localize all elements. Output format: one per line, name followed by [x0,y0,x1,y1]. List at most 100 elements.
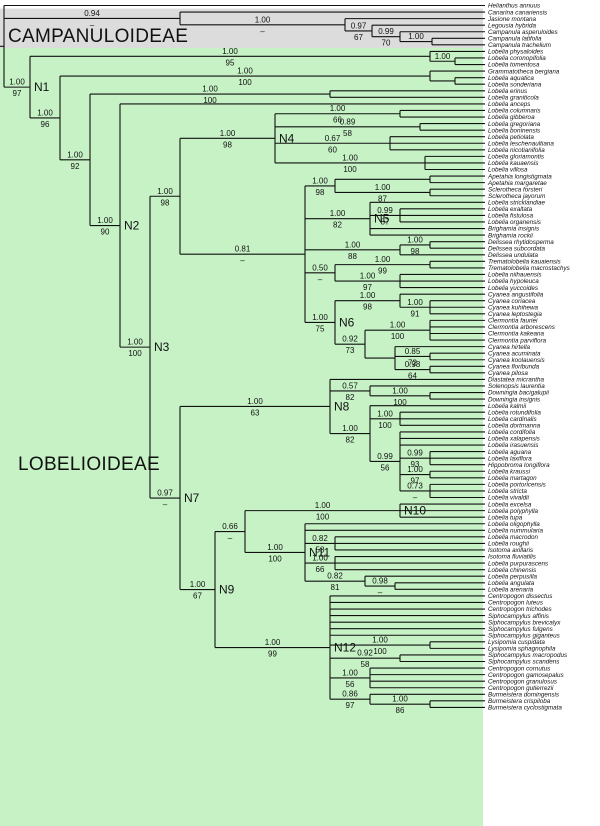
posterior-probability: 1.00 [392,386,408,395]
taxon-label: Lobelia cardinalis [488,416,538,423]
bootstrap-value: 72 [408,358,417,367]
posterior-probability: 0.82 [312,534,328,543]
bootstrap-value: 60 [328,145,337,154]
bootstrap-value: 100 [238,78,252,87]
taxon-label: Grammatotheca bergiana [488,68,560,75]
taxon-label: Lobelia fistulosa [488,213,534,220]
bootstrap-value: 100 [128,349,142,358]
bootstrap-value: 100 [268,554,282,563]
bootstrap-value: 82 [346,436,355,445]
posterior-probability: 1.00 [247,397,263,406]
taxon-label: Lobelia vivaldii [488,495,530,502]
taxon-label: Hippobroma longiflora [488,462,550,469]
posterior-probability: 1.00 [435,52,451,61]
node-label-n8: N8 [334,399,350,413]
bootstrap-value: 100 [203,96,217,105]
taxon-label: Campanula asperuloides [488,29,559,36]
taxon-label: Siphocampylus affinis [488,613,550,620]
node-label-n1: N1 [34,80,50,94]
bootstrap-value: – [228,534,233,543]
taxon-label: Lobelia irasuensis [488,442,539,449]
taxon-label: Centropogon gutierrezii [488,685,554,692]
taxon-label: Cyanea coriacea [488,298,536,305]
node-label-n4: N4 [279,131,295,145]
taxon-label: Cyanea koolauensis [488,357,546,364]
taxon-label: Lobelia columnaris [488,108,541,115]
bootstrap-value: 56 [381,463,390,472]
taxon-label: Cyanea angustifolia [488,291,544,298]
bootstrap-value: – [318,275,323,284]
bootstrap-value: 98 [223,140,232,149]
taxon-label: Lobelia boninensis [488,127,541,134]
posterior-probability: 1.00 [407,298,423,307]
taxon-label: Lobelia coronopifolia [488,55,546,62]
posterior-probability: 1.00 [9,78,25,87]
taxon-label: Lobelia oligophylla [488,521,540,528]
taxon-label: Campanula trachelium [488,42,551,49]
posterior-probability: 0.81 [235,245,251,254]
bootstrap-value: 82 [333,221,342,230]
posterior-probability: 1.00 [342,424,358,433]
node-label-n6: N6 [339,315,355,329]
taxon-label: Jasione montana [487,16,536,23]
posterior-probability: 1.00 [372,636,388,645]
taxon-label: Lobelia anceps [488,101,531,108]
taxon-label: Diastatea micrantha [488,377,544,384]
taxon-label: Clermontia fauriei [488,318,538,325]
taxon-label: Downingia insignis [488,396,541,403]
taxon-label: Lobelia portoricensis [488,482,547,489]
posterior-probability: 1.00 [312,176,328,185]
taxon-label: Centropogon luteus [488,600,544,607]
taxon-label: Lobelia roughii [488,541,530,548]
taxon-label: Siphocampylus scandens [488,659,560,666]
bootstrap-value: 67 [193,592,202,601]
posterior-probability: 1.00 [407,465,423,474]
node-label-n5: N5 [374,212,390,226]
taxon-label: Lobelia kraussi [488,468,531,475]
posterior-probability: 1.00 [255,15,271,24]
bootstrap-value: 70 [382,39,391,48]
taxon-label: Centropogon gamosepalus [488,672,564,679]
posterior-probability: 1.00 [360,272,376,281]
bootstrap-value: 88 [348,252,357,261]
bootstrap-value: 98 [411,247,420,256]
taxon-label: Cyanea hirtella [488,344,531,351]
taxon-label: Lobelia sonderiana [488,81,542,88]
node-label-n11: N11 [309,545,330,559]
bootstrap-value: 81 [331,583,340,592]
taxon-label: Burmeistera crispiloba [488,698,551,705]
posterior-probability: 0.99 [377,206,393,215]
taxon-label: Lobelia tomentosa [488,62,540,69]
taxon-label: Downingia bacigalupii [488,390,550,397]
taxon-label: Centropogon dissectus [488,593,553,600]
posterior-probability: 0.98 [405,360,421,369]
bootstrap-value: – [413,493,418,502]
bootstrap-value: – [240,256,245,265]
bootstrap-value: 63 [251,408,260,417]
bootstrap-value: 95 [226,58,235,67]
taxon-label: Lysipomia sphagnophila [488,646,556,653]
posterior-probability: 1.00 [375,183,391,192]
lobelioideae-label: LOBELIOIDEAE [18,454,160,475]
taxon-label: Lobelia kauaensis [488,160,539,167]
posterior-probability: 1.00 [312,313,328,322]
taxon-label: Lobelia perpusilla [488,573,538,580]
posterior-probability: 1.00 [392,695,408,704]
posterior-probability: 1.00 [127,338,143,347]
bootstrap-value: 100 [373,647,387,656]
taxon-label: Cyanea floribunda [488,364,540,371]
posterior-probability: 1.00 [342,153,358,162]
bootstrap-value: 93 [411,460,420,469]
node-label-n12: N12 [334,641,356,655]
node-label-n9: N9 [219,583,235,597]
posterior-probability: 1.00 [315,501,331,510]
posterior-probability: 0.99 [377,452,393,461]
taxon-label: Cyanea kuhihewa [488,304,539,311]
taxon-label: Lobelia gloriamontis [488,154,545,161]
taxon-label: Burmeistera domingensis [488,692,560,699]
posterior-probability: 1.00 [312,554,328,563]
taxon-label: Trematolobelia macrostachys [488,265,571,272]
bootstrap-value: 92 [71,162,80,171]
node-label-n7: N7 [184,491,200,505]
posterior-probability: 1.00 [157,187,173,196]
